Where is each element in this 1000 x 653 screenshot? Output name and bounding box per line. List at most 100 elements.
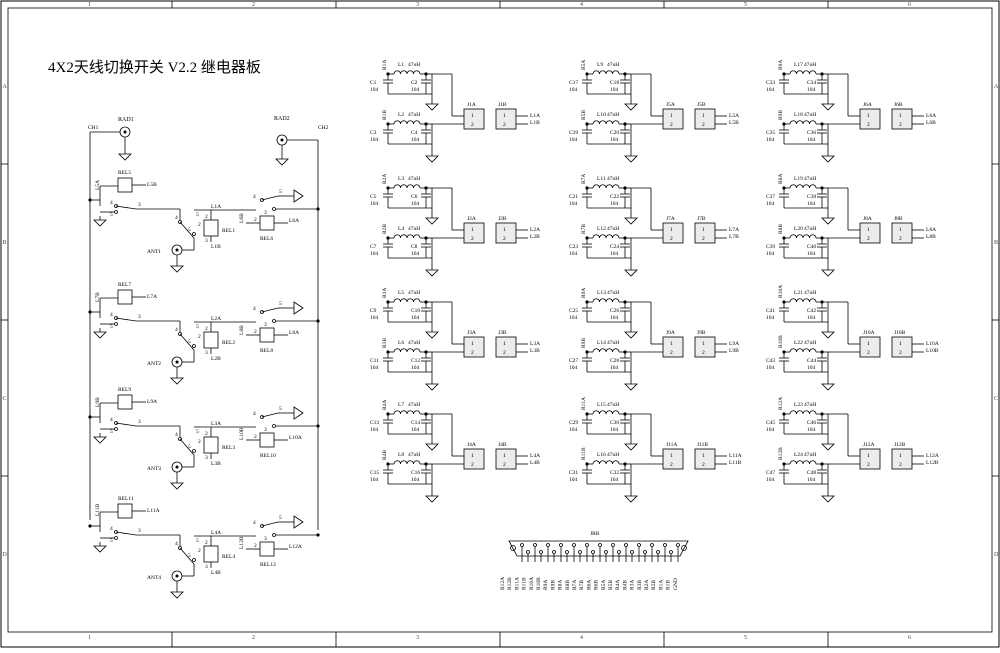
capacitor-value: 104 — [610, 427, 619, 433]
capacitor-value: 104 — [766, 201, 775, 207]
capacitor-value: 104 — [807, 201, 816, 207]
db25-pin — [559, 543, 563, 547]
pin-number: 5 — [196, 324, 199, 330]
capacitor-label: C47 — [766, 470, 775, 476]
jrb-signal-label: R8A — [558, 580, 564, 590]
connector-ja — [463, 222, 485, 244]
inductor-value: 47uH — [408, 176, 420, 182]
pin-number: 3 — [205, 564, 208, 570]
pin-number: 2 — [205, 431, 208, 437]
inductor-coil-icon — [393, 460, 421, 465]
connector-label: J6B — [894, 102, 903, 108]
inductor-value: 47uH — [408, 290, 420, 296]
ground-icon — [624, 155, 638, 163]
output-net-label: L7B — [729, 234, 739, 240]
inductor-coil-icon — [393, 298, 421, 303]
capacitor-value: 104 — [370, 87, 379, 93]
zone-row-label: B — [3, 240, 7, 246]
connector-jb — [891, 448, 913, 470]
relay-coil — [117, 394, 133, 410]
inductor-value: 47uH — [607, 226, 619, 232]
inductor-value: 47uH — [804, 452, 816, 458]
connector-label: J10A — [863, 330, 875, 336]
jrb-signal-label: R9A — [543, 580, 549, 590]
jrb-signal-label: GND — [673, 578, 679, 590]
pin-number: 1 — [670, 341, 673, 347]
capacitor-label: C23 — [569, 244, 578, 250]
relay-net-label: L1B — [211, 244, 221, 250]
ground-icon — [425, 269, 439, 277]
relay-coil — [117, 177, 133, 193]
capacitor-value: 104 — [411, 201, 420, 207]
output-net-label: L12A — [926, 453, 939, 459]
pin-number: 5 — [110, 212, 113, 218]
pin-number: 2 — [254, 543, 257, 549]
pin-number: 2 — [503, 350, 506, 356]
ground-icon — [425, 331, 439, 339]
ch1-label: CH1 — [88, 125, 99, 131]
zone-row-label: C — [3, 396, 7, 402]
relay-tap-label: L10B — [239, 427, 245, 440]
connector-label: J10B — [894, 330, 906, 336]
db25-pin — [656, 550, 660, 554]
zone-col-label: 2 — [252, 2, 255, 8]
pin-number: 1 — [899, 341, 902, 347]
output-net-label: L6B — [926, 120, 936, 126]
relay-coil — [259, 541, 275, 557]
pin-number: 2 — [254, 217, 257, 223]
db25-pin — [591, 550, 595, 554]
capacitor-label: C4 — [411, 130, 418, 136]
inductor-label: L22 — [794, 340, 803, 346]
ground-triangle-icon — [293, 301, 304, 315]
pin-number: 1 — [471, 341, 474, 347]
capacitor-value: 104 — [370, 251, 379, 257]
pin-number: 4 — [175, 327, 178, 333]
relay-label: REL6 — [260, 236, 273, 242]
pin-number: 2 — [198, 334, 201, 340]
pin-number: 1 — [471, 227, 474, 233]
contact — [178, 437, 182, 441]
capacitor-label: C43 — [766, 358, 775, 364]
connector-jb — [891, 108, 913, 130]
connector-ja — [662, 336, 684, 358]
jrb-signal-label: R12A — [500, 577, 506, 590]
resistor-label: R2A — [382, 174, 388, 184]
pin-number: 1 — [471, 453, 474, 459]
zone-col-label: 4 — [580, 635, 583, 641]
pin-number: 1 — [471, 113, 474, 119]
relay-net-label: L4A — [211, 530, 221, 536]
pin-number: 4 — [175, 215, 178, 221]
db25-pin — [578, 550, 582, 554]
pin-number: 2 — [670, 122, 673, 128]
capacitor-label: C25 — [569, 308, 578, 314]
connector-label: J12A — [863, 442, 875, 448]
inductor-label: L7 — [398, 402, 404, 408]
jrb-signal-label: R11A — [514, 577, 520, 590]
ground-icon — [821, 443, 835, 451]
connector-label: J9A — [666, 330, 675, 336]
inductor-label: L13 — [597, 290, 606, 296]
capacitor-label: C7 — [370, 244, 377, 250]
relay-net-label: L10A — [289, 435, 302, 441]
antenna-label: ANT2 — [147, 361, 161, 367]
capacitor-value: 104 — [807, 87, 816, 93]
relay-coil — [259, 432, 275, 448]
inductor-coil-icon — [393, 234, 421, 239]
junction-dot — [316, 533, 320, 537]
ground-icon — [170, 591, 184, 599]
ground-icon — [170, 265, 184, 273]
inductor-value: 47uH — [607, 402, 619, 408]
db25-pin — [611, 543, 615, 547]
pin-number: 3 — [264, 536, 267, 542]
ground-icon — [425, 103, 439, 111]
zone-col-label: 5 — [744, 2, 747, 8]
capacitor-value: 104 — [411, 137, 420, 143]
resistor-label: R10A — [778, 285, 784, 298]
output-net-label: L12B — [926, 460, 939, 466]
inductor-coil-icon — [592, 298, 620, 303]
capacitor-label: C41 — [766, 308, 775, 314]
